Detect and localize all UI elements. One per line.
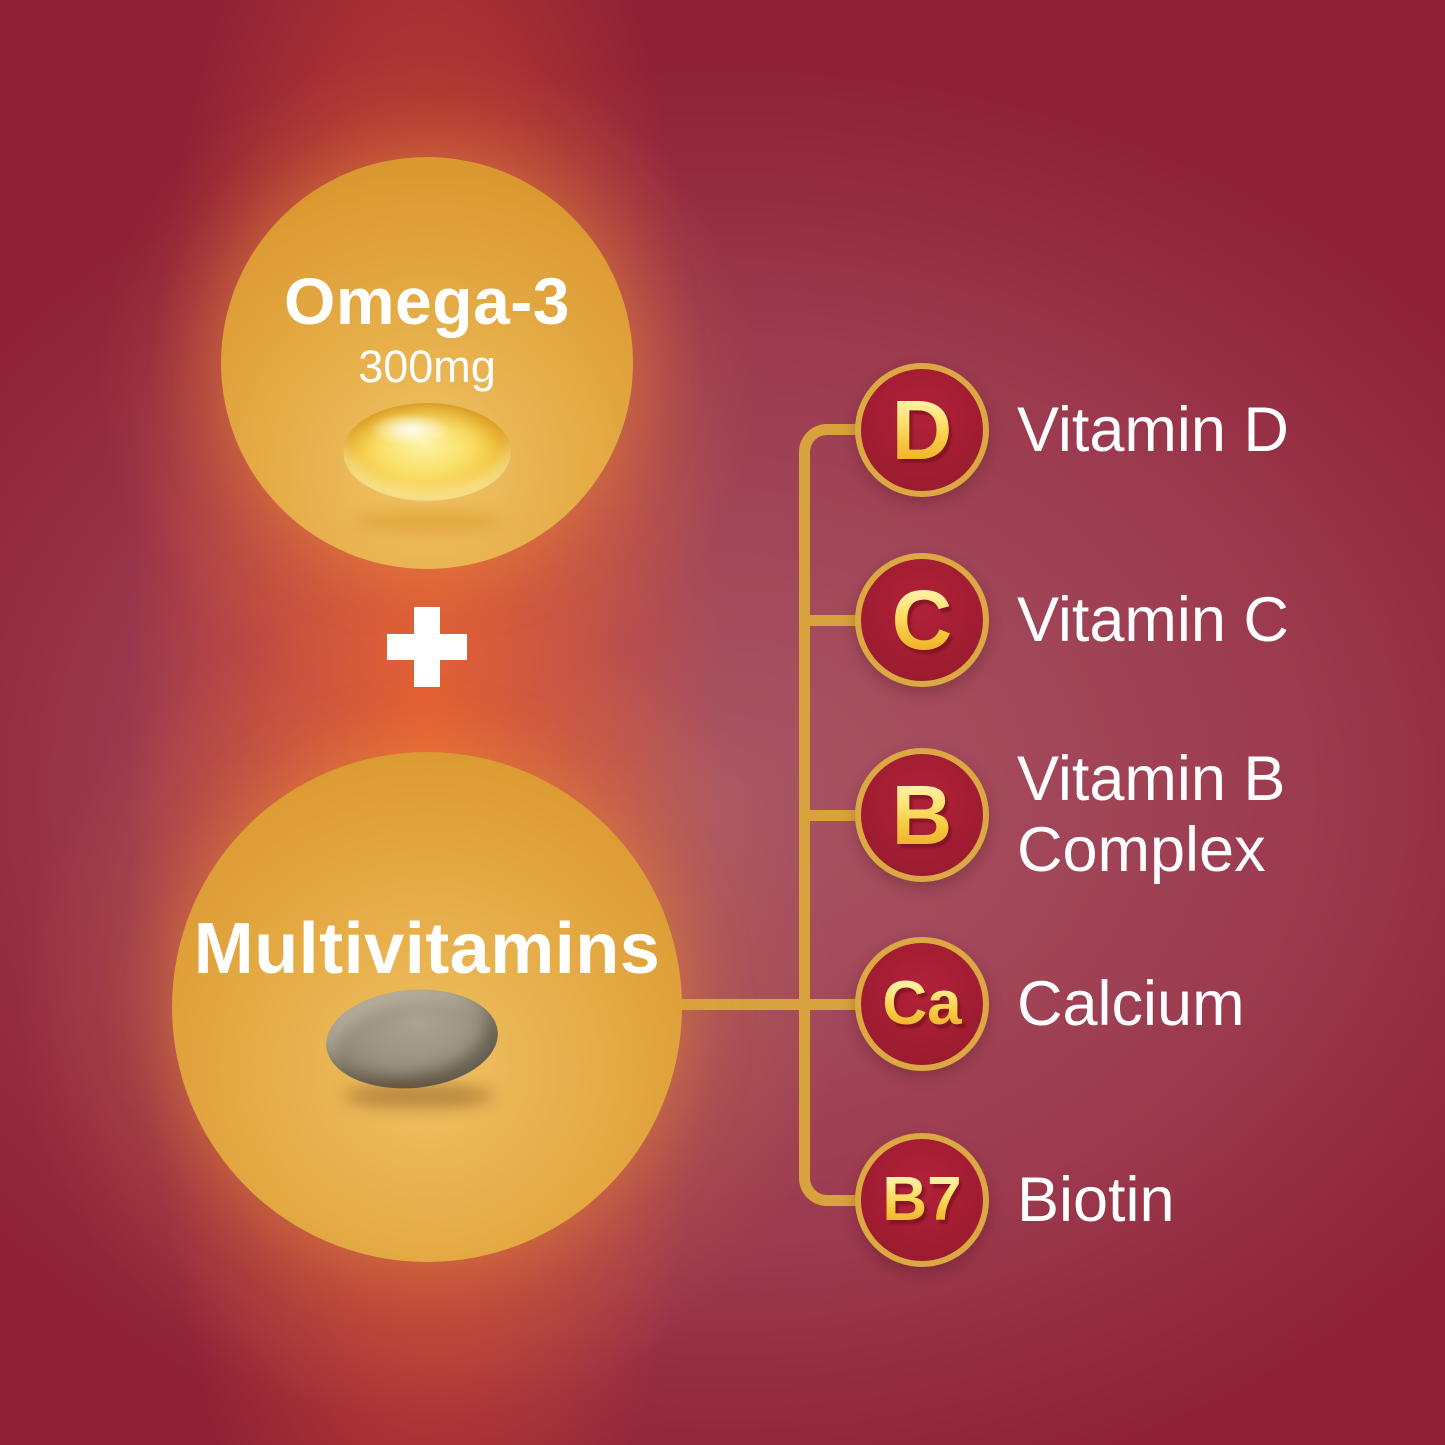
vitamin-d-symbol: D xyxy=(891,383,953,477)
connector-branch-vitamin-b xyxy=(806,810,858,821)
nutrient-row-vitamin-c: C Vitamin C xyxy=(855,553,1289,687)
vitamin-c-label: Vitamin C xyxy=(1017,584,1289,655)
vitamin-b-symbol: B xyxy=(891,768,953,862)
vitamin-c-badge: C xyxy=(855,553,989,687)
capsule-reflection xyxy=(356,511,501,533)
omega-3-dose: 300mg xyxy=(358,341,496,392)
connector-trunk xyxy=(799,424,858,1206)
biotin-badge: B7 xyxy=(855,1133,989,1267)
nutrient-row-vitamin-b-complex: B Vitamin B Complex xyxy=(855,744,1387,885)
connector-branch-calcium xyxy=(648,999,858,1010)
nutrient-row-vitamin-d: D Vitamin D xyxy=(855,363,1289,497)
vitamin-d-badge: D xyxy=(855,363,989,497)
multivitamins-title: Multivitamins xyxy=(193,909,661,989)
nutrient-row-biotin: B7 Biotin xyxy=(855,1133,1175,1267)
omega-3-circle: Omega-3 300mg xyxy=(221,157,633,569)
vitamin-c-symbol: C xyxy=(891,573,953,667)
calcium-badge: Ca xyxy=(855,937,989,1071)
biotin-label: Biotin xyxy=(1017,1164,1175,1235)
omega-3-title: Omega-3 xyxy=(284,264,570,338)
vitamin-b-badge: B xyxy=(855,748,989,882)
vitamin-d-label: Vitamin D xyxy=(1017,394,1289,465)
plus-icon xyxy=(387,607,467,687)
tablet-icon xyxy=(322,982,502,1096)
softgel-capsule-icon xyxy=(343,403,511,501)
tablet-shadow xyxy=(344,1084,494,1108)
vitamin-b-complex-label: Vitamin B Complex xyxy=(1017,744,1286,885)
calcium-label: Calcium xyxy=(1017,968,1245,1039)
biotin-symbol: B7 xyxy=(882,1165,962,1234)
multivitamins-circle: Multivitamins xyxy=(172,752,682,1262)
connector-branch-vitamin-c xyxy=(806,615,858,626)
nutrient-row-calcium: Ca Calcium xyxy=(855,937,1245,1071)
calcium-symbol: Ca xyxy=(882,969,962,1038)
